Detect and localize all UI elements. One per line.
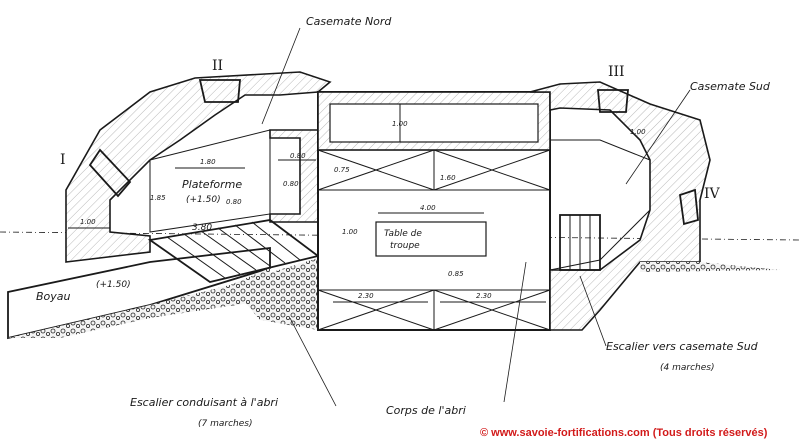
boyau-ground	[8, 268, 270, 338]
dim-1-60: 1.60	[440, 174, 456, 182]
dim-1-00-table: 1.00	[342, 228, 358, 236]
dim-0-80-b: 0.80	[283, 180, 299, 188]
plateforme-area	[149, 129, 271, 233]
label-corps: Corps de l'abri	[386, 404, 466, 417]
dim-1-00-left: 1.00	[80, 218, 96, 226]
dim-3-80: 3.80	[192, 223, 212, 233]
rock-fill-center	[230, 258, 318, 330]
label-boyau-level: (+1.50)	[96, 280, 131, 290]
left-casemate-wall	[65, 71, 332, 263]
cross-bracing	[317, 149, 551, 331]
label-escalier-sud-steps: (4 marches)	[660, 363, 714, 373]
dim-4-00: 4.00	[420, 204, 436, 212]
top-chamber	[329, 103, 539, 143]
right-inner-room	[549, 139, 651, 271]
dim-1-80: 1.80	[200, 158, 216, 166]
numeral-iv: IV	[704, 186, 721, 202]
embrasure-iii	[597, 89, 629, 113]
dim-0-80-c: 0.80	[226, 198, 242, 206]
leader-lines	[261, 27, 691, 407]
dim-1-00-top: 1.00	[392, 120, 408, 128]
dim-2-30-b: 2.30	[476, 292, 492, 300]
numeral-ii: II	[212, 58, 223, 74]
right-plate-wall	[269, 129, 319, 223]
dim-0-75: 0.75	[334, 166, 350, 174]
stair-to-south	[559, 214, 601, 271]
right-ground	[640, 262, 780, 272]
dim-1-00-right: 1.00	[630, 128, 646, 136]
label-boyau: Boyau	[36, 290, 71, 303]
numeral-i: I	[60, 152, 66, 168]
copyright-text: © www.savoie-fortifications.com (Tous dr…	[480, 427, 768, 439]
dim-0-80-a: 0.80	[290, 152, 306, 160]
right-casemate-wall	[529, 81, 711, 331]
table-troupe	[375, 221, 487, 257]
label-plateforme-level: (+1.50)	[186, 195, 221, 205]
dim-0-85: 0.85	[448, 270, 464, 278]
dimension-lines	[68, 104, 546, 303]
dim-2-30-a: 2.30	[358, 292, 374, 300]
dim-1-85: 1.85	[150, 194, 166, 202]
label-escalier-abri-steps: (7 marches)	[198, 419, 252, 429]
embrasure-i	[88, 148, 132, 198]
embrasure-ii	[198, 79, 241, 103]
label-table-1: Table de	[384, 229, 422, 239]
label-casemate-nord: Casemate Nord	[306, 15, 392, 28]
numeral-iii: III	[608, 64, 625, 80]
label-escalier-sud: Escalier vers casemate Sud	[606, 340, 759, 353]
label-plateforme: Plateforme	[182, 178, 242, 191]
label-escalier-abri: Escalier conduisant à l'abri	[130, 396, 278, 409]
label-table-2: troupe	[390, 241, 420, 251]
embrasure-iv	[679, 188, 699, 226]
label-casemate-sud: Casemate Sud	[690, 80, 771, 93]
